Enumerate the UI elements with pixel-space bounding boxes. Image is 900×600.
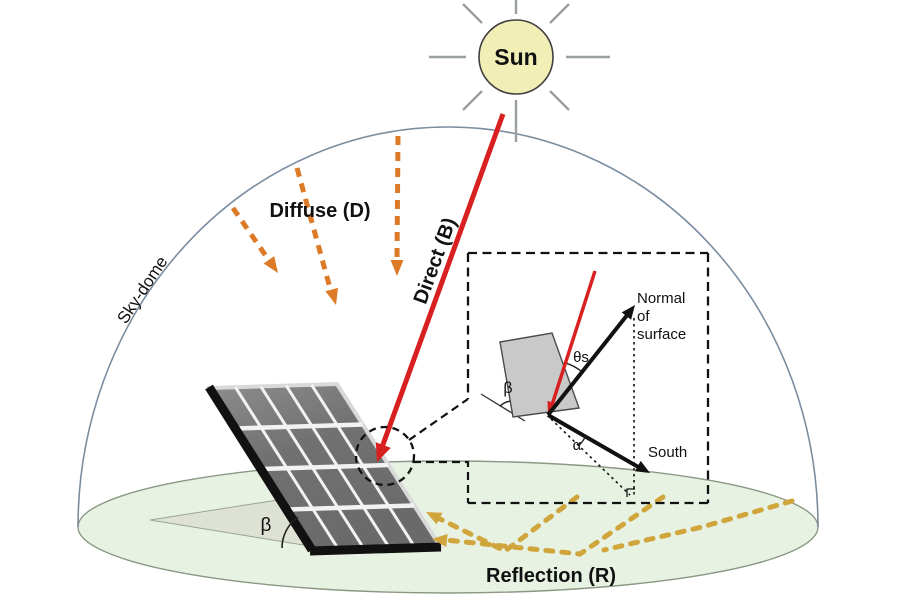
- solar-panel: [205, 381, 444, 556]
- reflection-arrowhead-1: [426, 512, 443, 525]
- magnifier-connector-bottom: [413, 460, 470, 503]
- south-arrowhead: [634, 460, 650, 473]
- diffuse-arrowhead-2: [325, 287, 338, 305]
- sky-dome-label: Sky-dome: [113, 253, 171, 327]
- sun-label: Sun: [494, 44, 537, 70]
- reflection-arrow-1: [433, 494, 580, 554]
- beam-projection-dotted-line: [550, 418, 631, 496]
- magnifier-connector-top: [408, 398, 469, 441]
- normal-of-surface-label: Normal of surface: [637, 290, 686, 343]
- south-arrow-line: [547, 413, 641, 470]
- inset-direct-line: [549, 270, 597, 409]
- alpha-arc: [578, 436, 587, 447]
- panel-grid: [234, 383, 416, 551]
- diffuse-label: Diffuse (D): [269, 200, 370, 222]
- inset-detail: [480, 270, 650, 497]
- svg-text:surface: surface: [637, 326, 686, 343]
- panel-frame-bottom: [309, 542, 442, 556]
- magnifier-circle: [354, 425, 416, 487]
- beta-label-inset: β: [503, 380, 512, 397]
- theta-label: θs: [573, 349, 589, 366]
- reflection-label: Reflection (R): [486, 565, 616, 587]
- sun-rays: [429, 0, 610, 142]
- south-label: South: [648, 444, 687, 461]
- normal-arrowhead: [621, 305, 635, 320]
- beta-arc-main: [281, 516, 299, 549]
- direct-beam-arrowhead: [375, 442, 391, 462]
- normal-arrow-line: [546, 312, 630, 417]
- inset-panel: [499, 332, 580, 418]
- diffuse-arrow-1: [230, 206, 273, 264]
- panel-frame-left: [205, 384, 316, 553]
- sun-icon: Sun: [429, 0, 610, 142]
- reflection-arrows: [426, 494, 795, 557]
- reflection-arrow-3: [601, 498, 795, 553]
- alpha-label: α: [573, 437, 582, 454]
- right-angle-marker: [626, 488, 635, 497]
- diffuse-arrows: [230, 135, 404, 305]
- diffuse-arrow-3: [394, 135, 401, 261]
- beta-arc-inset: [499, 400, 511, 407]
- sky-dome-arc: [77, 126, 819, 528]
- svg-text:Normal: Normal: [637, 290, 685, 307]
- diffuse-arrow-2: [294, 167, 333, 289]
- diffuse-arrowhead-1: [263, 256, 278, 273]
- svg-text:of: of: [637, 308, 650, 325]
- reflection-arrow-2: [443, 494, 666, 557]
- inset-box: [466, 251, 710, 505]
- beta-label-main: β: [261, 515, 272, 536]
- diffuse-arrowhead-3: [390, 260, 404, 276]
- sun-circle: [478, 19, 554, 95]
- reflection-arrowhead-2: [432, 534, 448, 547]
- direct-beam-line: [378, 113, 506, 451]
